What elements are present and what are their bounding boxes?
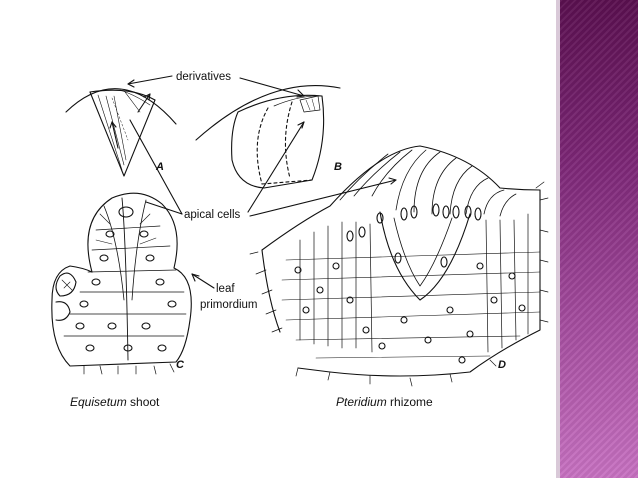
panel-a-apical-cell-diagram [65, 88, 177, 177]
caption-pteridium-rest: rhizome [387, 395, 433, 409]
side-band-edge [556, 0, 560, 478]
caption-equisetum-genus: Equisetum [70, 395, 127, 409]
caption-pteridium-genus: Pteridium [336, 395, 387, 409]
panel-d-pteridium-rhizome [249, 145, 549, 387]
panel-b-label: B [334, 161, 342, 173]
caption-pteridium-rhizome: Pteridium rhizome [336, 395, 433, 409]
decorative-side-band [560, 0, 638, 478]
panel-a-label: A [155, 161, 164, 173]
caption-equisetum-shoot: Equisetum shoot [70, 395, 160, 409]
caption-equisetum-rest: shoot [127, 395, 160, 409]
leaf-label-line1: leaf [216, 283, 235, 295]
panel-d-label: D [498, 359, 506, 371]
panel-c-label: C [176, 359, 185, 371]
leaf-label-line2: primordium [200, 299, 258, 311]
panel-b-apical-cell-diagram [195, 85, 341, 189]
panel-c-equisetum-shoot [51, 192, 192, 375]
apical-cells-label: apical cells [184, 209, 240, 221]
derivatives-label: derivatives [176, 71, 231, 83]
